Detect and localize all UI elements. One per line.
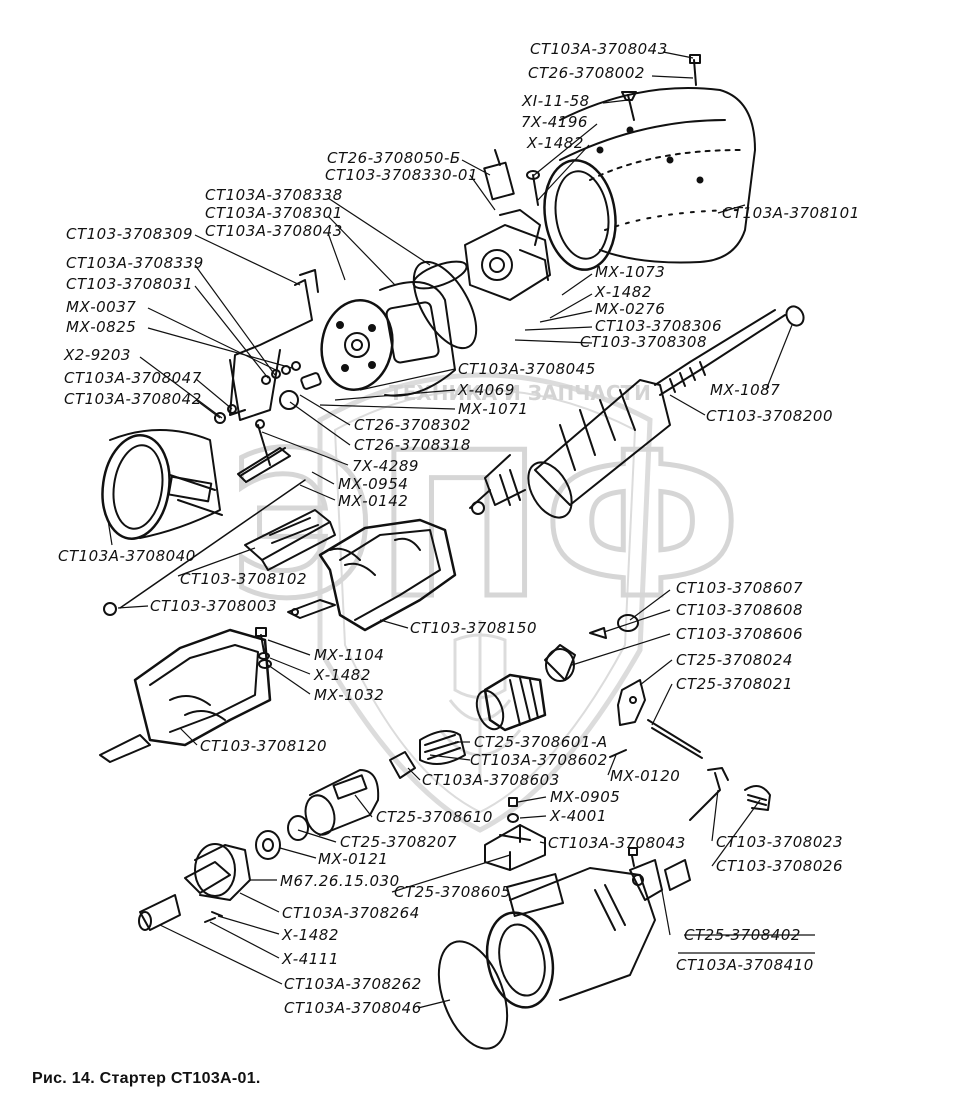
part-label: СТ103-3708330-01 (325, 166, 478, 184)
pole-housing (101, 429, 223, 540)
part-label: СТ103А-3708262 (284, 975, 422, 993)
part-label: СТ103А-3708043 (548, 834, 686, 852)
part-label: МХ-0037 (66, 298, 137, 316)
part-label: СТ25-3708605 (394, 883, 511, 901)
part-label: СТ26-3708318 (354, 436, 471, 454)
part-label: МХ-0276 (595, 300, 666, 318)
part-label: СТ103-3708200 (706, 407, 833, 425)
part-label: СТ25-3708610 (376, 808, 493, 826)
through-bolt (103, 419, 306, 616)
drive-housing (485, 847, 691, 1009)
part-label: СТ25-3708021 (676, 675, 793, 693)
part-label: МХ-0954 (338, 475, 409, 493)
terminal-bracket (214, 269, 322, 424)
part-label: Х-4111 (282, 950, 339, 968)
part-label: СТ103-3708607 (676, 579, 803, 597)
figure-caption: Рис. 14. Стартер СТ103А-01. (32, 1070, 261, 1087)
part-label: МХ-1087 (710, 381, 781, 399)
part-label: СТ103А-3708047 (64, 369, 202, 387)
part-label: СТ103А-3708043 (205, 222, 343, 240)
o-ring-top (412, 260, 478, 350)
part-label: МХ-0142 (338, 492, 409, 510)
part-label: Х-1482 (282, 926, 339, 944)
field-coil-left (99, 628, 272, 763)
armature (469, 305, 805, 519)
part-label: СТ103А-3708045 (458, 360, 596, 378)
part-label: СТ103-3708031 (66, 275, 193, 293)
part-label: Х-1482 (527, 134, 584, 152)
part-label: СТ25-3708402 (684, 926, 801, 944)
part-label: МХ-1104 (314, 646, 385, 664)
part-label: СТ103-3708608 (676, 601, 803, 619)
part-label: МХ-1073 (595, 263, 666, 281)
part-label: М67.26.15.030 (280, 872, 400, 890)
part-label: 7Х-4289 (352, 457, 419, 475)
part-label: СТ103А-3708042 (64, 390, 202, 408)
part-label: МХ-0905 (550, 788, 621, 806)
lever-cover (484, 797, 546, 871)
part-label: СТ103А-3708046 (284, 999, 422, 1017)
part-label: СТ103А-3708338 (205, 186, 343, 204)
part-label: СТ103-3708150 (410, 619, 537, 637)
coil-bolt (255, 627, 272, 669)
part-label: Х-1482 (595, 283, 652, 301)
part-label: 7Х-4196 (521, 113, 588, 131)
part-label: СТ26-3708050-Б (327, 149, 461, 167)
watermark-logo: ЭПФ (229, 410, 742, 643)
o-ring-bottom (437, 940, 509, 1050)
part-label: СТ103-3708023 (716, 833, 843, 851)
part-label: СТ103-3708309 (66, 225, 193, 243)
pole-shoe (244, 509, 336, 571)
part-label: СТ103-3708026 (716, 857, 843, 875)
part-label: СТ26-3708302 (354, 416, 471, 434)
screw-top (526, 54, 701, 206)
drive-pinion (389, 614, 639, 779)
part-label: СТ103-3708308 (580, 333, 707, 351)
part-label: XI-11-58 (522, 92, 590, 110)
part-label: СТ103А-3708603 (422, 771, 560, 789)
part-label: МХ-0120 (610, 767, 681, 785)
part-label: СТ103-3708003 (150, 597, 277, 615)
part-label: Х-1482 (314, 666, 371, 684)
drive-bushing (255, 769, 380, 860)
part-label: МХ-1071 (458, 400, 529, 418)
part-label: СТ103А-3708043 (530, 40, 668, 58)
part-label: СТ25-3708601-А (474, 733, 608, 751)
part-label: СТ26-3708002 (528, 64, 645, 82)
drive-end-shield (138, 843, 251, 931)
part-label: МХ-0121 (318, 850, 389, 868)
part-label: СТ25-3708207 (340, 833, 457, 851)
part-label: СТ103А-3708339 (66, 254, 204, 272)
part-label: Х-4001 (550, 807, 607, 825)
part-label: СТ103А-3708410 (676, 956, 814, 974)
part-label: СТ103-3708606 (676, 625, 803, 643)
part-label: СТ103-3708102 (180, 570, 307, 588)
housing-yoke (543, 87, 756, 271)
part-label: СТ103А-3708602 (470, 751, 608, 769)
part-label: СТ25-3708024 (676, 651, 793, 669)
field-coil-center (287, 518, 457, 632)
part-label: СТ103-3708306 (595, 317, 722, 335)
part-label: СТ103А-3708264 (282, 904, 420, 922)
brush-holder (464, 149, 551, 301)
part-label: МХ-0825 (66, 318, 137, 336)
part-label: МХ-1032 (314, 686, 385, 704)
part-label: СТ103А-3708101 (722, 204, 860, 222)
shift-lever (609, 679, 771, 821)
part-label: СТ103-3708120 (200, 737, 327, 755)
part-label: Х2-9203 (64, 346, 131, 364)
part-label: СТ103А-3708040 (58, 547, 196, 565)
leader-lines (107, 51, 815, 1009)
part-label: Х-4069 (458, 381, 515, 399)
part-label: СТ103А-3708301 (205, 204, 343, 222)
